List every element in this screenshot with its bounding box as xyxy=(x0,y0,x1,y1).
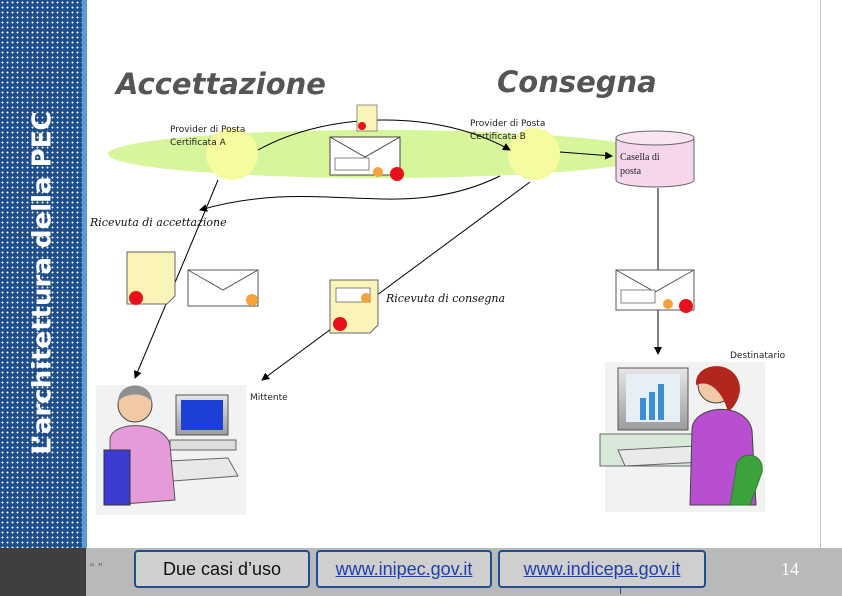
arrow-b-to-mailbox xyxy=(559,151,613,160)
right-divider xyxy=(820,0,821,560)
arrow-a-to-b xyxy=(257,119,511,151)
label-sender: Mittente xyxy=(250,393,288,403)
mailbox-cylinder[interactable] xyxy=(615,130,695,188)
sidebar xyxy=(0,0,86,566)
footer-mark: “ ” xyxy=(90,560,103,575)
heading-consegna: Consegna xyxy=(497,65,657,99)
provider-b-label-2: Certificata B xyxy=(470,132,526,142)
seal-icon-acceptance xyxy=(129,291,143,305)
label-delivery-receipt: Ricevuta di consegna xyxy=(385,292,505,305)
provider-a-label-2: Certificata A xyxy=(170,138,227,148)
mailbox-label-1: Casella di xyxy=(620,152,660,163)
due-casi-button[interactable]: Due casi d’uso xyxy=(134,550,310,588)
indicepa-link[interactable]: www.indicepa.gov.it xyxy=(498,550,706,588)
inipec-link[interactable]: www.inipec.gov.it xyxy=(316,550,492,588)
seal-icon-delivery-orange xyxy=(361,293,371,303)
page-tick xyxy=(620,586,621,594)
seal-icon-mailbox-orange xyxy=(663,299,673,309)
label-recipient: Destinatario xyxy=(730,351,786,361)
arrow-b-to-sender xyxy=(261,181,531,381)
sidebar-border xyxy=(82,0,87,566)
pec-diagram: Accettazione Consegna Provider di Posta … xyxy=(89,65,786,515)
provider-b-label-1: Provider di Posta xyxy=(470,119,545,129)
seal-icon-top xyxy=(358,122,366,130)
page-number: 14 xyxy=(781,558,799,579)
heading-accettazione: Accettazione xyxy=(114,67,326,101)
provider-b-node[interactable] xyxy=(508,128,560,180)
arrow-receipt-flow xyxy=(199,175,501,212)
seal-icon-mailbox-red xyxy=(679,299,693,313)
seal-icon-delivery xyxy=(333,317,347,331)
mailbox-label-2: posta xyxy=(620,166,642,177)
label-acceptance-receipt: Ricevuta di accettazione xyxy=(89,216,227,229)
recipient-illustration xyxy=(599,362,765,512)
arrow-a-to-sender xyxy=(134,179,219,379)
acceptance-receipt-document xyxy=(126,251,176,305)
sender-illustration xyxy=(96,385,246,515)
seal-icon-orange xyxy=(373,167,383,177)
provider-a-node[interactable] xyxy=(206,128,258,180)
provider-a-label-1: Provider di Posta xyxy=(170,125,245,135)
seal-icon-acceptance-orange xyxy=(246,294,258,306)
footer-left-block xyxy=(0,548,86,596)
message-envelope-top xyxy=(329,136,401,176)
seal-icon-red xyxy=(390,167,404,181)
